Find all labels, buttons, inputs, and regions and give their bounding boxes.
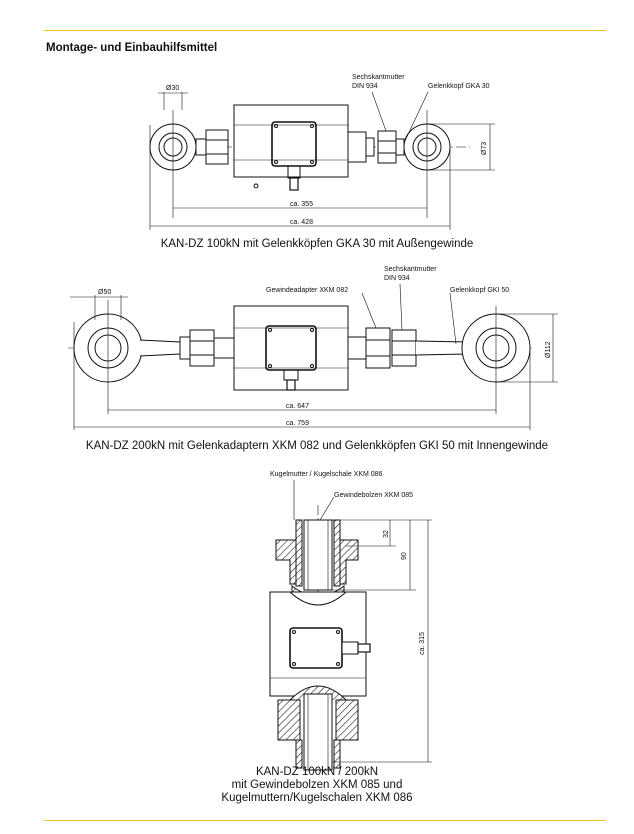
fig2-dim-inner: ca. 647: [286, 403, 309, 410]
fig3-dim-32: 32: [383, 530, 390, 538]
fig1-label-nut: Sechskantmutter: [352, 74, 405, 81]
fig1-label-head: Gelenkkopf GKA 30: [428, 83, 490, 90]
bottom-rule: [44, 820, 606, 821]
page-title: Montage- und Einbauhilfsmittel: [46, 42, 218, 54]
fig2-label-nut: Sechskantmutter: [384, 266, 437, 273]
fig1-dim-bore: Ø30: [166, 85, 179, 92]
fig1-dim-height: Ø73: [481, 142, 488, 155]
fig2-label-head: Gelenkkopf GKI 50: [450, 287, 509, 294]
fig1-dim-outer: ca. 428: [290, 219, 313, 226]
fig3-dim-315: ca. 315: [419, 632, 426, 655]
fig2-label-adapter: Gewindeadapter XKM 082: [266, 287, 348, 294]
figure-1-drawing: [149, 91, 495, 230]
fig2-dim-bore: Ø50: [98, 289, 111, 296]
fig3-caption-line-3: Kugelmuttern/Kugelschalen XKM 086: [221, 792, 413, 804]
fig2-dim-height: Ø112: [545, 341, 552, 358]
fig3-dim-90: 90: [401, 552, 408, 560]
figure-3-drawing: [269, 480, 432, 771]
fig1-dim-inner: ca. 355: [290, 201, 313, 208]
fig3-label-bolt: Gewindebolzen XKM 085: [334, 492, 413, 499]
fig1-label-nut-din: DIN 934: [352, 83, 378, 90]
fig3-caption-line-2: mit Gewindebolzen XKM 085 und: [231, 779, 403, 791]
fig2-caption: KAN-DZ 200kN mit Gelenkadaptern XKM 082 …: [85, 440, 549, 452]
fig1-caption: KAN-DZ 100kN mit Gelenkköpfen GKA 30 mit…: [160, 238, 474, 250]
fig3-caption-line-1: KAN-DZ 100kN / 200kN: [255, 766, 379, 778]
figure-2-drawing: [68, 283, 558, 430]
top-rule: [44, 30, 606, 31]
fig3-label-shell: Kugelmutter / Kugelschale XKM 086: [270, 471, 383, 478]
fig2-dim-outer: ca. 759: [286, 420, 309, 427]
fig3-caption: KAN-DZ 100kN / 200kN mit Gewindebolzen X…: [0, 766, 634, 805]
fig2-label-nut-din: DIN 934: [384, 275, 410, 282]
